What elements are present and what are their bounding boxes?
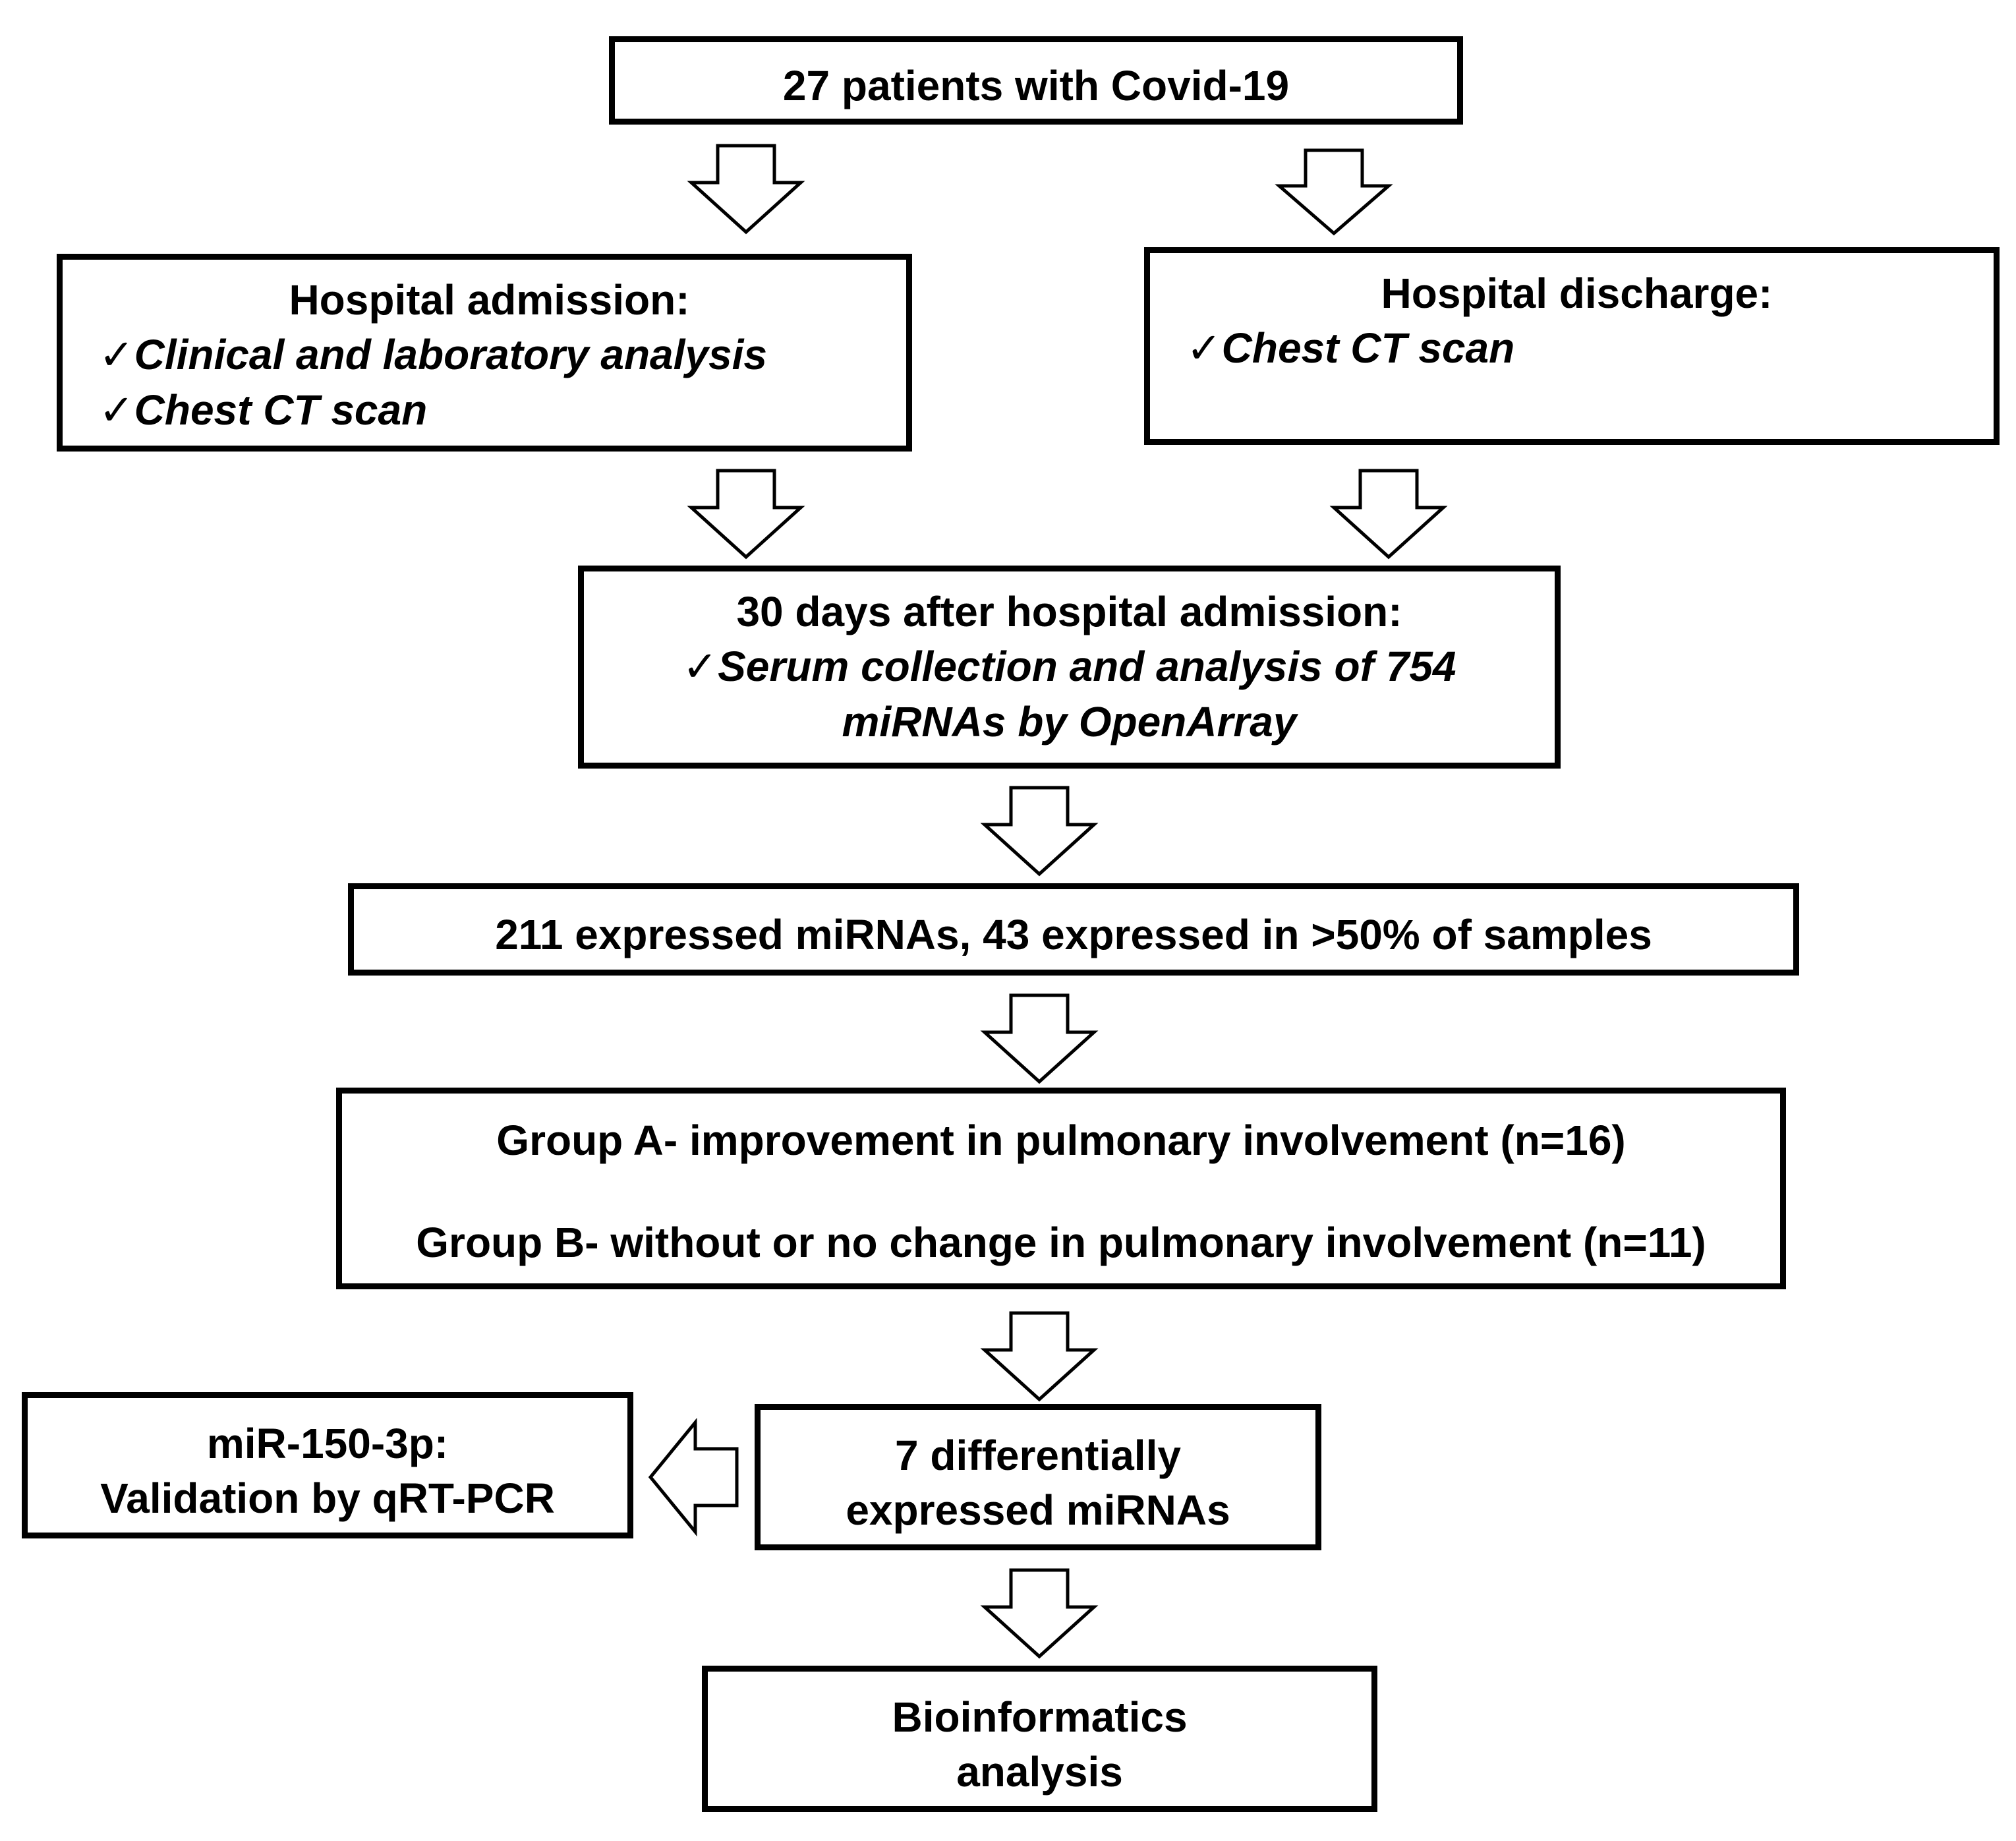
group-a-text: Group A- improvement in pulmonary involv… xyxy=(496,1117,1626,1164)
admission-item-ct-text: Chest CT scan xyxy=(134,386,428,434)
node-groups: Group A- improvement in pulmonary involv… xyxy=(336,1088,1786,1289)
node-day30: 30 days after hospital admission: ✓Serum… xyxy=(578,566,1561,769)
node-validation: miR-150-3p: Validation by qRT-PCR xyxy=(22,1392,633,1538)
arrow-to-discharge xyxy=(1275,148,1393,236)
arrow-differential-to-validation xyxy=(648,1418,739,1536)
group-b-text: Group B- without or no change in pulmona… xyxy=(416,1219,1706,1267)
checkmark-icon: ✓ xyxy=(99,331,134,380)
differential-line-2: expressed miRNAs xyxy=(846,1486,1230,1534)
node-expressed-mirnas: 211 expressed miRNAs, 43 expressed in >5… xyxy=(348,883,1799,976)
arrow-discharge-to-day30 xyxy=(1329,469,1448,560)
day30-item-serum-text: Serum collection and analysis of 754 xyxy=(718,643,1456,691)
bioinformatics-line-1: Bioinformatics xyxy=(892,1693,1188,1741)
admission-item-clinical: ✓Clinical and laboratory analysis xyxy=(99,328,880,383)
admission-item-clinical-text: Clinical and laboratory analysis xyxy=(134,331,767,379)
arrow-differential-to-bioinformatics xyxy=(980,1568,1099,1659)
discharge-item-ct: ✓Chest CT scan xyxy=(1186,321,1967,376)
arrow-expressed-to-groups xyxy=(980,993,1099,1084)
validation-line-2: Validation by qRT-PCR xyxy=(100,1475,555,1523)
checkmark-icon: ✓ xyxy=(682,643,718,692)
validation-line-1: miR-150-3p: xyxy=(206,1420,449,1467)
checkmark-icon: ✓ xyxy=(1186,324,1222,374)
arrow-groups-to-differential xyxy=(980,1311,1099,1402)
node-patients-text: 27 patients with Covid-19 xyxy=(782,62,1290,109)
arrow-day30-to-expressed xyxy=(980,786,1099,877)
admission-title: Hospital admission: xyxy=(289,276,690,324)
checkmark-icon: ✓ xyxy=(99,386,134,436)
day30-title: 30 days after hospital admission: xyxy=(736,588,1402,635)
node-patients: 27 patients with Covid-19 xyxy=(609,36,1463,125)
arrow-to-admission xyxy=(687,144,805,235)
differential-line-1: 7 differentially xyxy=(895,1432,1181,1479)
node-hospital-discharge: Hospital discharge: ✓Chest CT scan xyxy=(1144,247,2000,445)
bioinformatics-line-2: analysis xyxy=(956,1748,1123,1796)
node-hospital-admission: Hospital admission: ✓Clinical and labora… xyxy=(57,254,912,452)
day30-item-serum: ✓Serum collection and analysis of 754 xyxy=(597,639,1541,695)
day30-item-openarray: miRNAs by OpenArray xyxy=(842,698,1297,746)
expressed-text: 211 expressed miRNAs, 43 expressed in >5… xyxy=(495,911,1652,958)
groups-spacer xyxy=(342,1168,1780,1215)
node-bioinformatics: Bioinformatics analysis xyxy=(702,1666,1377,1812)
admission-item-ct: ✓Chest CT scan xyxy=(99,383,880,438)
node-differential-mirnas: 7 differentially expressed miRNAs xyxy=(755,1404,1321,1550)
discharge-item-ct-text: Chest CT scan xyxy=(1221,324,1515,372)
arrow-admission-to-day30 xyxy=(687,469,805,560)
discharge-title: Hospital discharge: xyxy=(1381,270,1773,317)
